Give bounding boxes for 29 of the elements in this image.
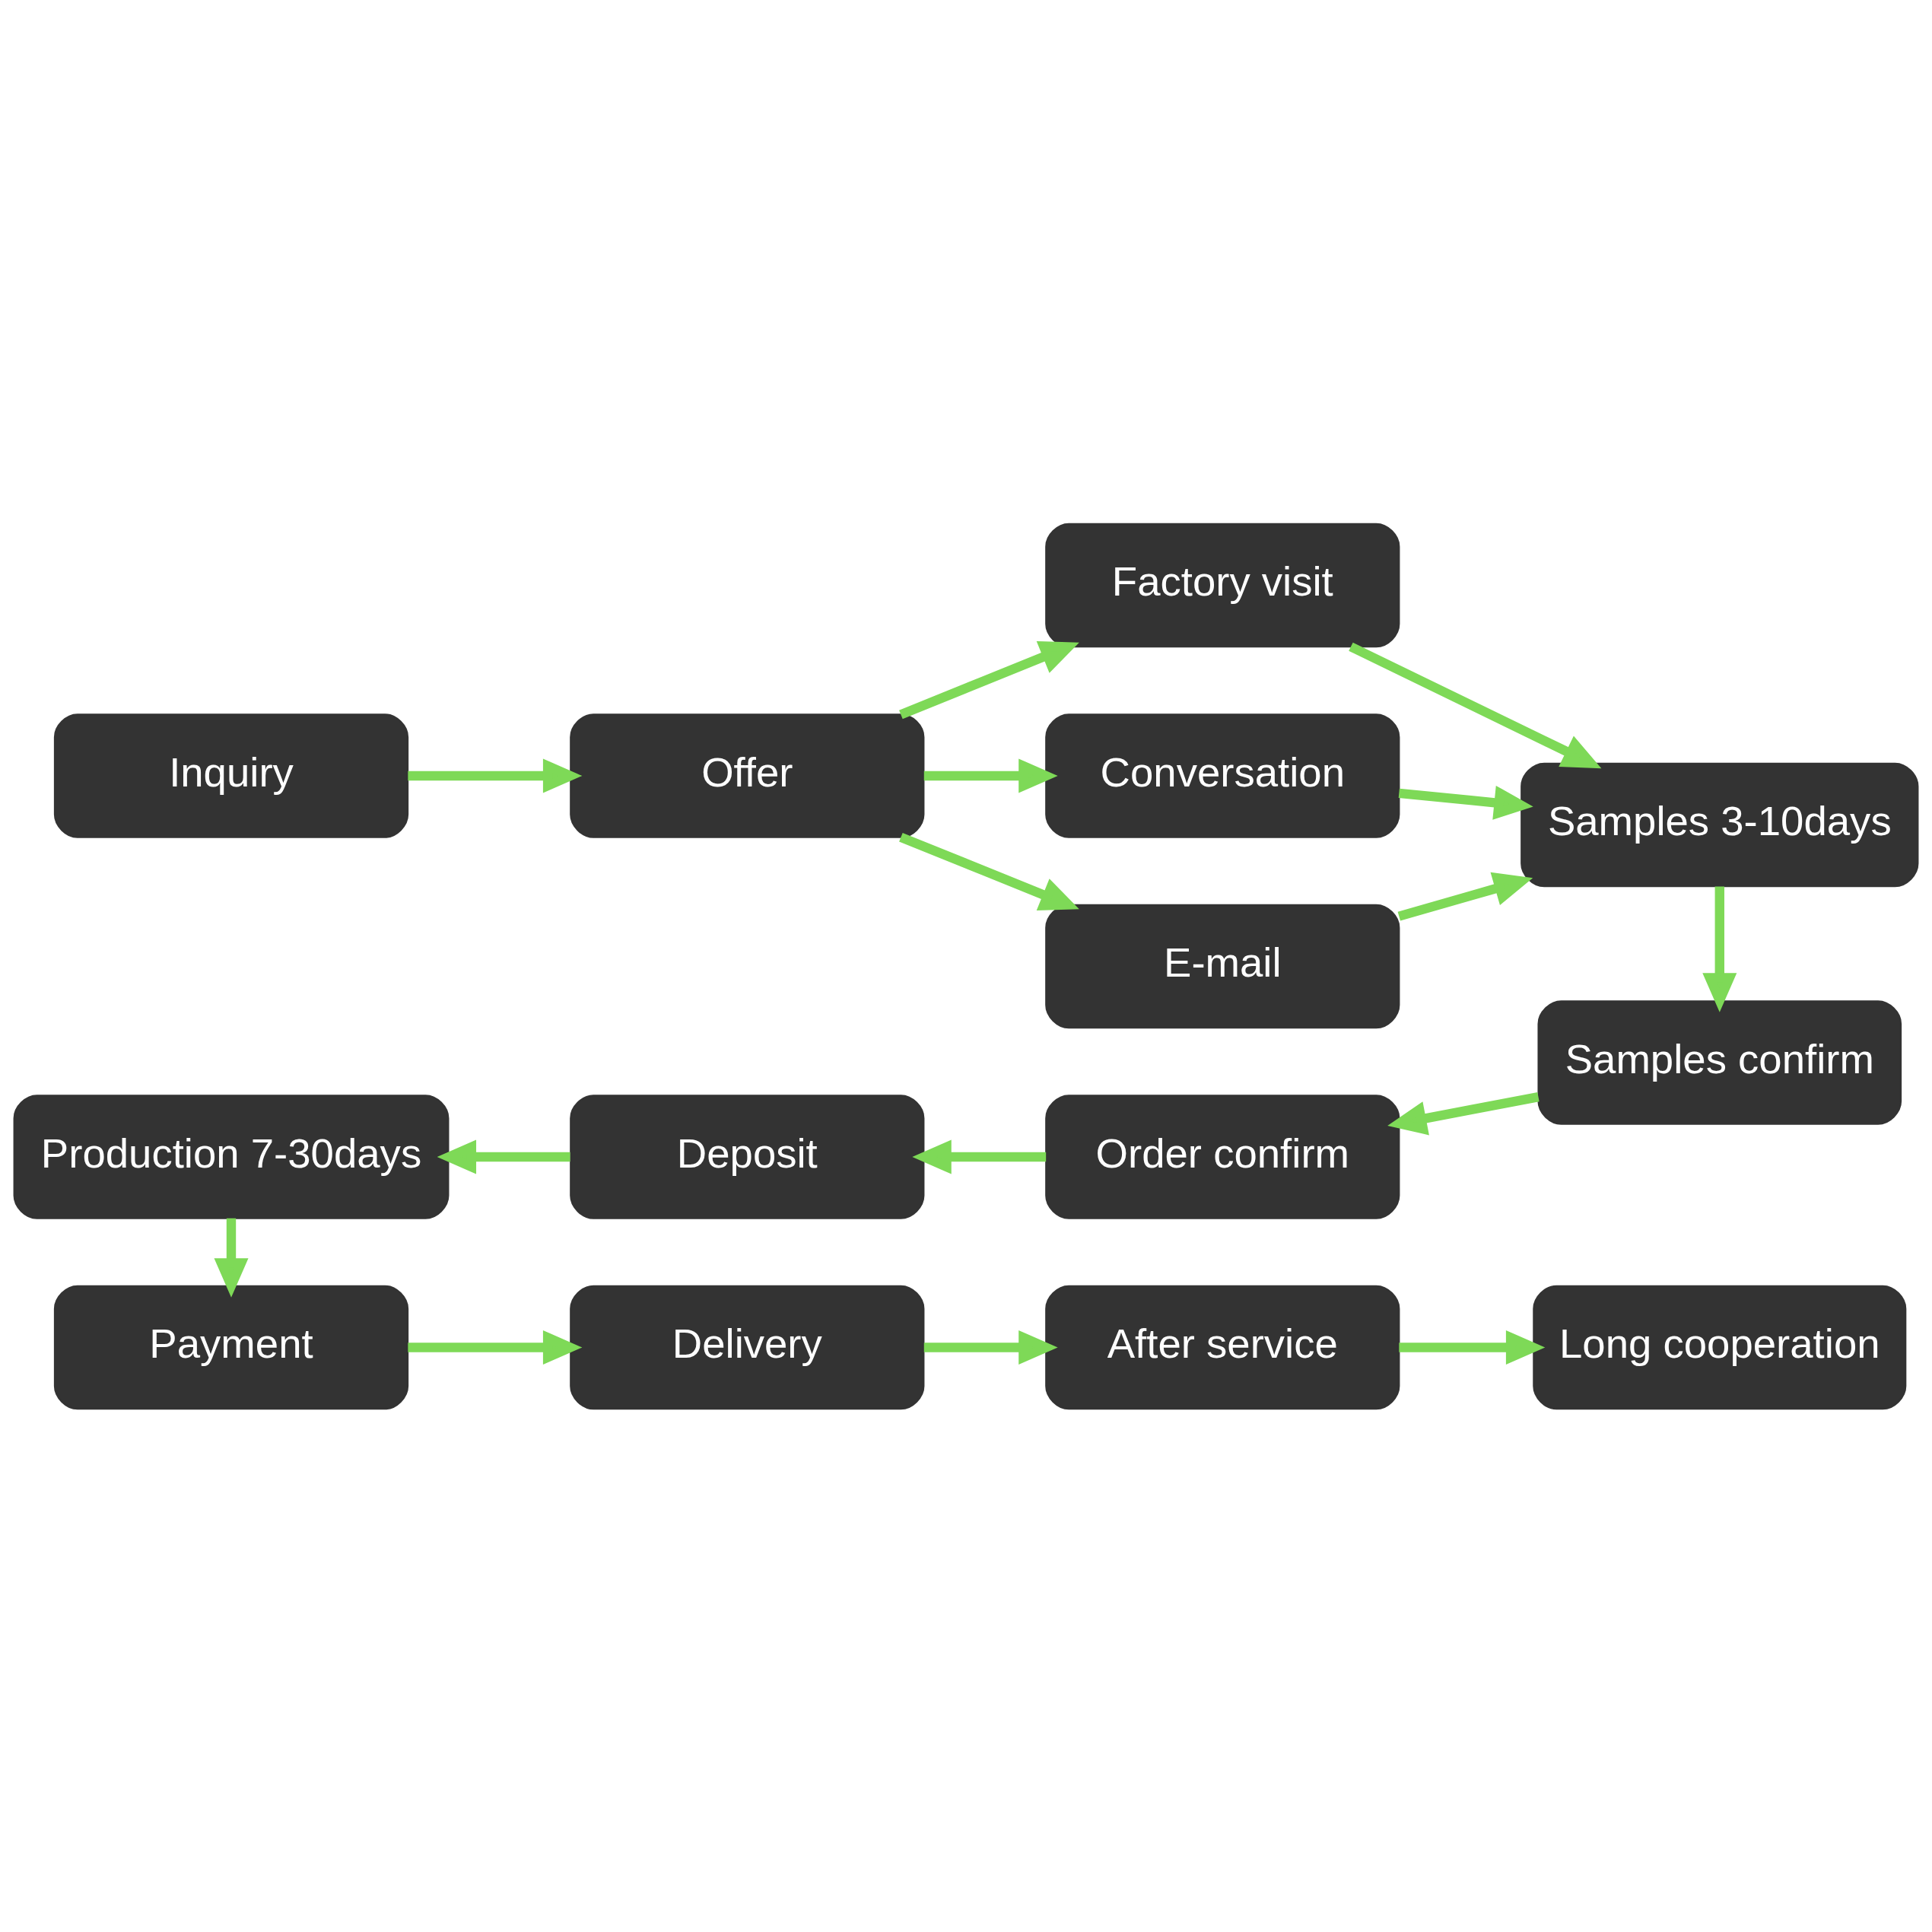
node-box: After service — [1045, 1285, 1400, 1409]
node-box: Offer — [570, 713, 925, 838]
arrow — [899, 832, 1079, 910]
arrow — [1397, 872, 1533, 921]
node-box: Conversation — [1045, 713, 1400, 838]
node-box: Inquiry — [53, 713, 409, 838]
arrow — [899, 640, 1079, 719]
node-box: Order confirm — [1045, 1094, 1400, 1219]
arrow — [1387, 1092, 1540, 1135]
arrow — [923, 1330, 1058, 1365]
node-box: Long cooperation — [1533, 1285, 1907, 1409]
arrow — [408, 1330, 583, 1365]
arrow — [1702, 886, 1737, 1012]
arrow — [437, 1139, 570, 1174]
node-box: Payment — [53, 1285, 409, 1409]
node-box: Production 7-30days — [13, 1094, 450, 1219]
node-box: Delivery — [570, 1285, 925, 1409]
arrow — [214, 1218, 249, 1298]
arrow — [912, 1139, 1047, 1174]
node-box: Samples 3-10days — [1520, 762, 1919, 887]
node-box: Deposit — [570, 1094, 925, 1219]
arrow — [408, 758, 583, 793]
arrow — [1399, 1330, 1546, 1365]
node-box: E-mail — [1045, 904, 1400, 1028]
arrow — [1349, 642, 1602, 768]
arrow — [923, 758, 1058, 793]
node-box: Samples confirm — [1537, 999, 1902, 1125]
arrow — [1398, 785, 1533, 820]
node-box: Factory visit — [1045, 523, 1400, 647]
